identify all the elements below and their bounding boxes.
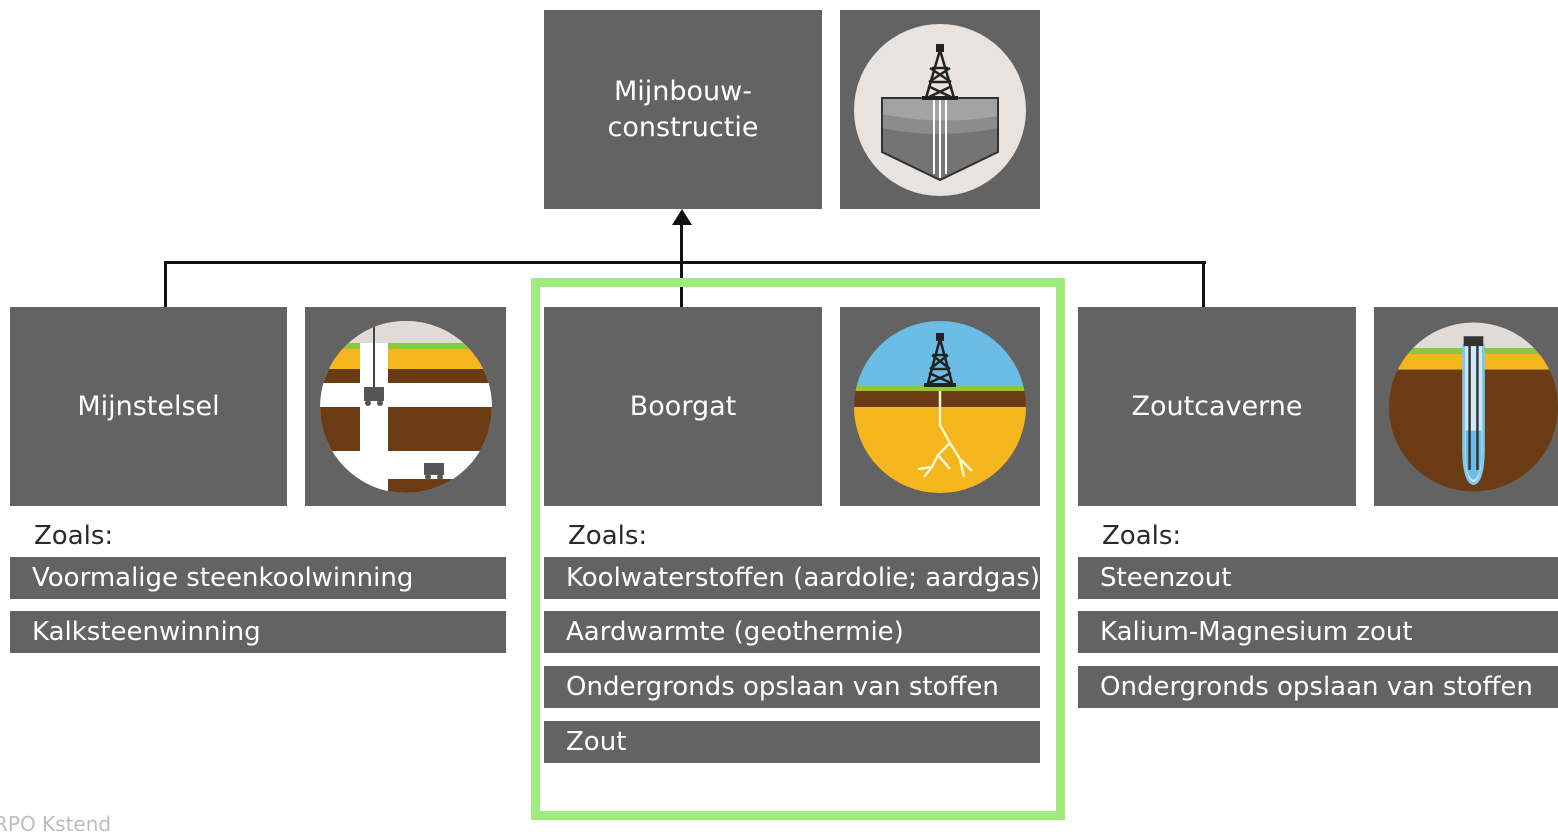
connector-drop-left <box>164 261 167 307</box>
list-item: Voormalige steenkoolwinning <box>10 557 506 599</box>
list-item: Kalium-Magnesium zout <box>1078 611 1558 653</box>
borehole-icon <box>854 320 1026 493</box>
node-title: Zoutcaverne <box>1131 390 1303 422</box>
node-icon-box-top <box>840 10 1040 209</box>
node-icon-box-zoutcaverne <box>1374 307 1558 506</box>
node-title: Mijnstelsel <box>77 390 220 422</box>
node-title-line2: constructie <box>607 111 759 143</box>
list-item: Zout <box>544 721 1040 763</box>
node-icon-box-mijnstelsel <box>305 307 506 506</box>
list-item: Ondergronds opslaan van stoffen <box>1078 666 1558 708</box>
node-icon-box-boorgat <box>840 307 1040 506</box>
node-title: Boorgat <box>629 390 737 422</box>
node-zoutcaverne: Zoutcaverne <box>1078 307 1356 506</box>
zoals-label: Zoals: <box>568 521 648 551</box>
zoals-label: Zoals: <box>1102 521 1182 551</box>
arrow-head-icon <box>672 209 692 225</box>
oil-derrick-icon <box>854 23 1026 196</box>
connector-horizontal <box>164 261 1206 264</box>
image-credit: RPO Kstend <box>0 812 112 836</box>
node-mijnbouwconstructie: Mijnbouw- constructie <box>544 10 822 209</box>
list-item: Ondergronds opslaan van stoffen <box>544 666 1040 708</box>
connector-drop-right <box>1202 261 1205 307</box>
list-item: Steenzout <box>1078 557 1558 599</box>
list-item: Kalksteenwinning <box>10 611 506 653</box>
node-title-line1: Mijnbouw- <box>613 75 752 107</box>
connector-stem-top <box>680 222 683 264</box>
zoals-label: Zoals: <box>34 521 114 551</box>
node-boorgat: Boorgat <box>544 307 822 506</box>
list-item: Koolwaterstoffen (aardolie; aardgas) <box>544 557 1040 599</box>
salt-cavern-icon <box>1389 322 1558 491</box>
node-mijnstelsel: Mijnstelsel <box>10 307 287 506</box>
list-item: Aardwarmte (geothermie) <box>544 611 1040 653</box>
mine-shaft-icon <box>319 320 492 493</box>
highlight-frame <box>531 278 1065 820</box>
